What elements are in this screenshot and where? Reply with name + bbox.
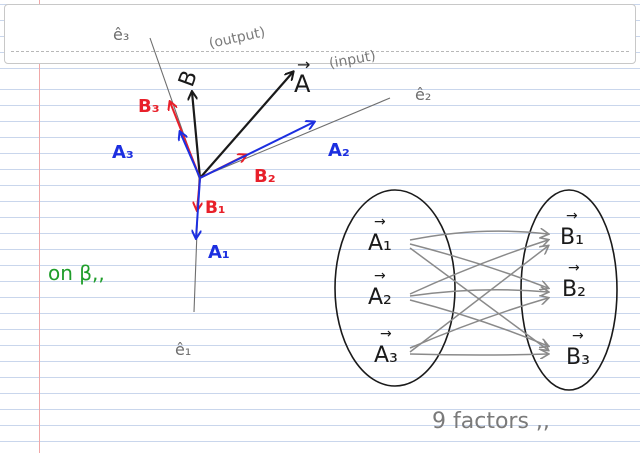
map-A1-B1 [409, 231, 548, 241]
codomain-item: B₂ [562, 277, 586, 302]
title-divider [11, 51, 629, 52]
side-note: on β,, [48, 261, 105, 285]
vector-A-arrowbar: → [297, 55, 310, 74]
vector-A-note: (input) [328, 48, 377, 72]
vector-B-note: (output) [208, 24, 267, 52]
map-A2-B1 [409, 240, 548, 295]
vector-B-arrow [192, 92, 202, 179]
vector-B-label: B [174, 67, 203, 90]
map-A3-B2 [409, 298, 548, 349]
svg-text:→: → [374, 268, 386, 284]
domain-ellipse [334, 189, 456, 387]
vector-A-label: A [294, 70, 311, 98]
svg-text:→: → [374, 214, 386, 230]
map-A1-B2 [409, 243, 548, 288]
vector-arrows-black [192, 72, 293, 179]
vector-A2-label: A₂ [328, 140, 350, 161]
axis-e3-label: ê₃ [113, 25, 129, 44]
axis-e2-label: ê₂ [415, 85, 431, 104]
vector-B1-label: B₁ [205, 198, 225, 218]
vector-A1-arrow [196, 177, 200, 238]
domain-item-arrowbars: → → → [374, 214, 392, 342]
vector-arrows-blue [180, 122, 314, 238]
vector-A3-label: A₃ [112, 142, 134, 163]
vector-arrows-red [170, 102, 246, 210]
vector-A1-label: A₁ [208, 242, 230, 263]
vector-A2-arrow [199, 122, 314, 179]
map-A2-B2 [409, 290, 548, 296]
domain-item: A₃ [374, 343, 398, 368]
codomain-item: B₃ [566, 345, 590, 370]
svg-text:→: → [568, 260, 580, 276]
domain-item: A₁ [368, 231, 392, 256]
title-box[interactable] [4, 4, 636, 64]
svg-text:→: → [380, 326, 392, 342]
vector-A3-arrow [180, 132, 201, 179]
domain-item: A₂ [368, 285, 392, 310]
mapping-arrows [409, 231, 548, 355]
map-A3-B3 [409, 354, 548, 355]
vector-B3-label: B₃ [138, 96, 160, 117]
axis-e2-line [198, 97, 391, 179]
factors-note: 9 factors ,, [432, 409, 550, 434]
codomain-item: B₁ [560, 225, 584, 250]
svg-text:→: → [572, 328, 584, 344]
svg-text:→: → [566, 208, 578, 224]
vector-B2-label: B₂ [254, 166, 276, 187]
vector-A-arrow [199, 72, 293, 179]
margin-line [39, 0, 40, 453]
axis-e1-label: ê₁ [175, 340, 191, 359]
map-A3-B1 [409, 246, 548, 353]
codomain-item-arrowbars: → → → [566, 208, 584, 344]
